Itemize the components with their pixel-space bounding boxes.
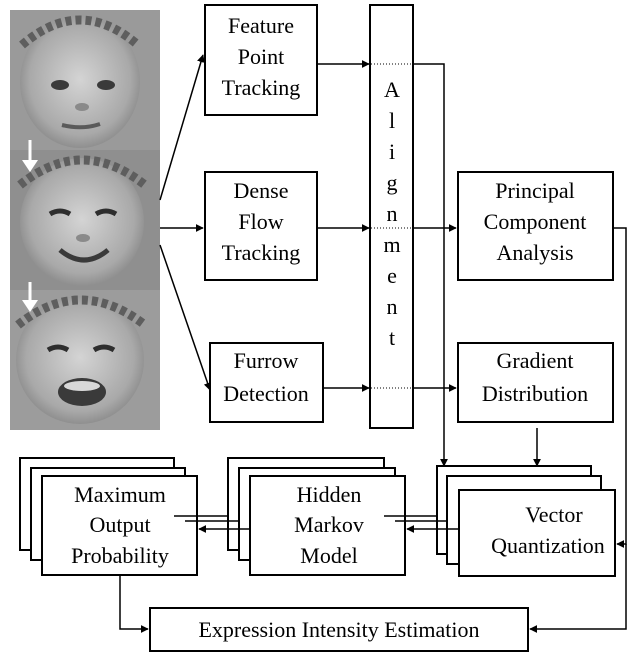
- pca-label-3: Analysis: [497, 240, 574, 265]
- vq-to-hmm-connectors: [384, 515, 459, 533]
- face-frame-3: [10, 290, 160, 430]
- dense-flow-label-3: Tracking: [222, 240, 301, 265]
- alignment-letter-t: t: [389, 325, 395, 350]
- gradient-label-1: Gradient: [497, 348, 574, 373]
- alignment-letter-n2: n: [387, 294, 398, 319]
- vq-label-1: Vector: [525, 502, 583, 527]
- hmm-label-3: Model: [300, 543, 357, 568]
- mop-label-2: Output: [89, 512, 150, 537]
- mop-label-3: Probability: [71, 543, 169, 568]
- alignment-letter-m: m: [383, 232, 400, 257]
- arrow-pca-to-eie: [529, 544, 627, 633]
- vq-label-2: Quantization: [491, 533, 605, 558]
- arrow-to-feature-point: [159, 54, 205, 201]
- arrow-pca-to-vq: [613, 227, 627, 548]
- pca-label-2: Component: [484, 209, 587, 234]
- feature-point-label-3: Tracking: [222, 75, 301, 100]
- dense-flow-label-1: Dense: [234, 178, 289, 203]
- alignment-letter-l: l: [389, 108, 395, 133]
- hmm-to-mop-connectors: [174, 515, 250, 533]
- vector-quantization-block: Vector Quantization: [436, 465, 616, 577]
- arrow-fp-to-vq: [413, 63, 448, 467]
- alignment-letter-e: e: [387, 263, 397, 288]
- arrow-mop-to-eie: [119, 575, 149, 633]
- alignment-letter-n: n: [387, 201, 398, 226]
- maximum-output-probability-block: Maximum Output Probability: [19, 457, 198, 576]
- dense-flow-label-2: Flow: [238, 209, 283, 234]
- face-frame-1: [10, 10, 160, 150]
- feature-point-label-2: Point: [238, 44, 284, 69]
- furrow-label-2: Detection: [223, 381, 309, 406]
- gradient-distribution-block: Gradient Distribution: [457, 342, 614, 423]
- pca-block: Principal Component Analysis: [457, 171, 614, 281]
- alignment-letter-i: i: [389, 139, 395, 164]
- furrow-detection-block: Furrow Detection: [209, 342, 324, 423]
- feature-point-label-1: Feature: [228, 13, 294, 38]
- hidden-markov-model-block: Hidden Markov Model: [227, 457, 406, 576]
- alignment-block: A l i g n m e n t: [369, 4, 414, 429]
- furrow-label-1: Furrow: [234, 348, 299, 373]
- pca-label-1: Principal: [495, 178, 574, 203]
- face-frame-2: [10, 150, 160, 290]
- frame-down-arrow-icon: [22, 140, 38, 172]
- alignment-letter-a: A: [384, 77, 400, 102]
- dense-flow-tracking-block: Dense Flow Tracking: [204, 171, 318, 281]
- hmm-label-2: Markov: [294, 512, 364, 537]
- eie-label: Expression Intensity Estimation: [198, 617, 479, 642]
- expression-intensity-estimation-block: Expression Intensity Estimation: [149, 607, 529, 652]
- gradient-label-2: Distribution: [482, 381, 588, 406]
- frame-down-arrow-icon: [22, 282, 38, 312]
- hmm-label-1: Hidden: [297, 482, 362, 507]
- arrow-to-furrow: [159, 244, 212, 391]
- feature-point-tracking-block: Feature Point Tracking: [204, 4, 318, 116]
- mop-label-1: Maximum: [74, 482, 166, 507]
- alignment-letter-g: g: [387, 170, 398, 195]
